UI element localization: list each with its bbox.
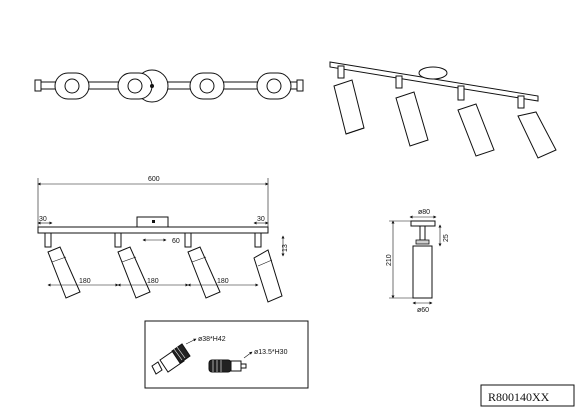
perspective-head (395, 75, 429, 147)
perspective-view (329, 61, 557, 159)
dimension-total-length: 600 (148, 176, 160, 183)
dimension-spacing-3: 180 (217, 278, 229, 285)
large-bulb (151, 343, 191, 375)
dimension-shade-diameter: ø60 (417, 307, 429, 314)
product-code: R800140XX (488, 390, 550, 404)
bulb-spec-large: ø38*H42 (198, 336, 226, 343)
perspective-canopy (418, 66, 448, 80)
bulb-detail-frame (144, 320, 309, 389)
front-view-head (44, 232, 81, 299)
dimension-center-offset: 60 (172, 238, 180, 245)
front-view: 600 30 30 60 (37, 176, 289, 303)
top-view-head (54, 72, 90, 100)
perspective-head (333, 65, 365, 135)
dimension-end-right: 30 (257, 216, 265, 223)
dimension-spacing-1: 180 (79, 278, 91, 285)
side-view-canopy (410, 220, 436, 227)
bulb-spec-small: ø13.5*H30 (254, 349, 288, 356)
side-view: ø80 25 210 ø60 (386, 209, 450, 314)
product-code-box: R800140XX (480, 384, 575, 407)
top-view-head (189, 72, 225, 100)
dimension-base-diameter: ø80 (418, 209, 430, 216)
top-view-head (117, 72, 153, 100)
top-view-head (256, 72, 292, 100)
dimension-overall-height: 210 (386, 254, 393, 266)
front-view-head (114, 232, 151, 299)
dimension-head-height: 13 (282, 244, 289, 252)
front-view-head (253, 232, 283, 303)
perspective-rail (329, 61, 539, 102)
bulb-detail-box: ø38*H42 ø13.5*H30 (144, 320, 309, 389)
perspective-head (457, 85, 495, 157)
perspective-head (517, 95, 557, 159)
small-bulb (208, 359, 247, 373)
dimension-base-height: 25 (443, 234, 450, 242)
dimension-end-left: 30 (39, 216, 47, 223)
side-view-shade (412, 245, 433, 299)
dimension-spacing-2: 180 (147, 278, 159, 285)
front-view-rail (37, 226, 269, 234)
front-view-head (184, 232, 221, 299)
top-view (34, 69, 304, 103)
